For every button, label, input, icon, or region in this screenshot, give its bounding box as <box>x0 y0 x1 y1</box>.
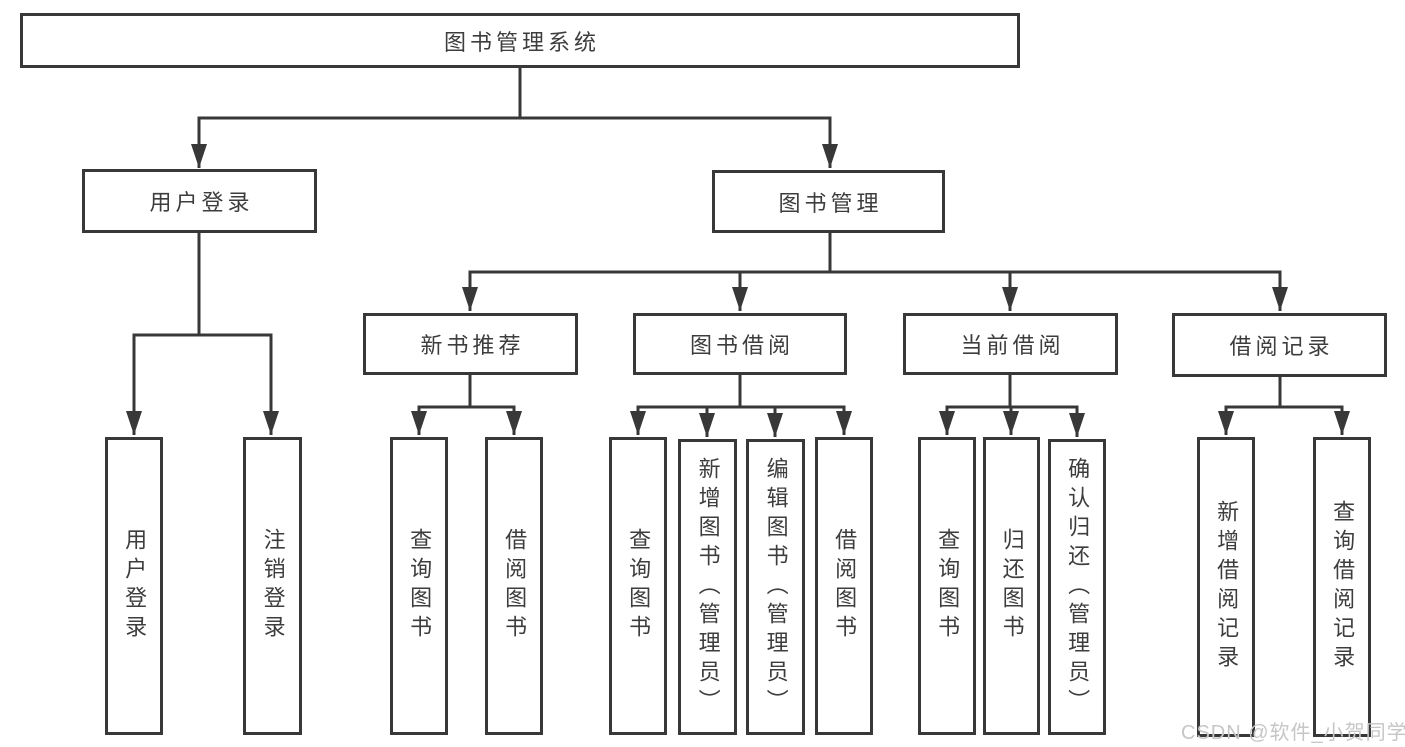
leaf-add-books-admin: 新增图书（管理员） <box>678 439 737 735</box>
connector-group-new-book <box>411 375 522 435</box>
node-current-borrow: 当前借阅 <box>903 313 1118 375</box>
node-label: 图书借阅 <box>689 333 794 358</box>
node-label: 用户登录 <box>149 190 254 215</box>
node-label: 归还图书 <box>999 528 1025 644</box>
leaf-borrow-books-recommend: 借阅图书 <box>485 437 543 735</box>
leaf-return-books: 归还图书 <box>983 437 1040 735</box>
node-new-book-recommend: 新书推荐 <box>363 313 578 375</box>
node-label: 确认归还（管理员） <box>1065 456 1091 718</box>
connector-group-book-borrow <box>630 375 852 437</box>
leaf-edit-books-admin: 编辑图书（管理员） <box>746 439 805 735</box>
node-user-login: 用户登录 <box>82 169 317 233</box>
node-label: 借阅图书 <box>832 528 858 644</box>
node-book-management: 图书管理 <box>712 170 945 233</box>
leaf-borrow-books: 借阅图书 <box>815 437 873 735</box>
csdn-watermark: CSDN @软件_小贺同学 <box>1181 722 1405 744</box>
node-borrow-records: 借阅记录 <box>1172 313 1387 377</box>
leaf-logout: 注销登录 <box>243 437 302 735</box>
node-label: 注销登录 <box>260 528 286 644</box>
leaf-confirm-return-admin: 确认归还（管理员） <box>1048 439 1106 735</box>
node-label: 新书推荐 <box>420 333 525 358</box>
node-label: 借阅图书 <box>502 528 528 644</box>
node-library-management-system: 图书管理系统 <box>20 13 1020 68</box>
leaf-query-books-recommend: 查询图书 <box>390 437 448 735</box>
connector-group-root <box>191 68 838 168</box>
node-label: 查询图书 <box>626 528 652 644</box>
node-label: 当前借阅 <box>960 333 1065 358</box>
leaf-user-login: 用户登录 <box>105 437 163 735</box>
node-book-borrow: 图书借阅 <box>633 313 847 375</box>
node-label: 编辑图书（管理员） <box>763 456 789 718</box>
node-label: 借阅记录 <box>1229 334 1334 359</box>
connector-group-borrow-records <box>1218 377 1350 435</box>
node-label: 查询图书 <box>407 528 433 644</box>
node-label: 新增借阅记录 <box>1214 500 1240 674</box>
node-label: 查询图书 <box>935 528 961 644</box>
connector-group-book-management <box>462 233 1288 311</box>
connector-group-current-borrow <box>939 375 1085 437</box>
node-label: 查询借阅记录 <box>1330 500 1356 674</box>
node-label: 图书管理系统 <box>443 29 600 55</box>
node-label: 新增图书（管理员） <box>695 456 721 718</box>
node-label: 图书管理 <box>778 190 883 216</box>
leaf-add-borrow-record: 新增借阅记录 <box>1197 437 1255 737</box>
connector-group-user-login <box>126 233 279 435</box>
node-label: 用户登录 <box>122 528 148 644</box>
leaf-query-books-current: 查询图书 <box>918 437 976 735</box>
leaf-query-borrow-record: 查询借阅记录 <box>1313 437 1371 737</box>
leaf-query-books-borrow: 查询图书 <box>609 437 667 735</box>
